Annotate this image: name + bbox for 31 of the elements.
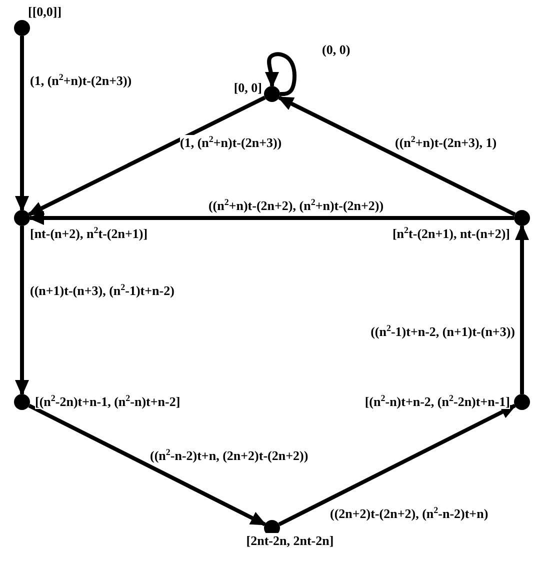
arrow <box>15 36 29 212</box>
node-dot <box>14 394 30 410</box>
arrow <box>27 96 266 216</box>
arrow <box>277 96 516 216</box>
node-dot <box>514 210 530 226</box>
node-dot <box>14 210 30 226</box>
arrow <box>28 211 514 225</box>
node-label: [0, 0] <box>234 80 262 95</box>
node-label: [[0,0]] <box>28 4 62 19</box>
edge-label: ((n$^{2}$+n)t-(2n+2), (n$^{2}$+n)t-(2n+2)) <box>208 198 384 213</box>
edge-label: (1, (n$^{2}$+n)t-(2n+3)) <box>30 73 132 88</box>
node-dot <box>264 86 280 102</box>
node-label: [(n$^{2}$-2n)t+n-1, (n$^{2}$-n)t+n-2] <box>35 394 180 409</box>
self-loop-arrow <box>265 52 296 96</box>
edge-label: ((n+1)t-(n+3), (n$^{2}$-1)t+n-2) <box>30 283 174 298</box>
node-label: [nt-(n+2), n$^{2}$t-(2n+1)] <box>30 226 148 241</box>
node-label: [n$^{2}$t-(2n+1), nt-(n+2)] <box>392 226 510 241</box>
edge-label: (1, (n$^{2}$+n)t-(2n+3)) <box>180 135 282 150</box>
edge-label: (0, 0) <box>322 42 350 57</box>
edge-label: ((n$^{2}$-n-2)t+n, (2n+2)t-(2n+2)) <box>150 448 308 463</box>
arrow <box>515 224 529 394</box>
arrow <box>28 404 267 526</box>
arrow <box>15 226 29 396</box>
node-dot <box>14 20 30 36</box>
edge-label: ((2n+2)t-(2n+2), (n$^{2}$-n-2)t+n) <box>330 506 488 521</box>
edge-label: ((n$^{2}$+n)t-(2n+3), 1) <box>395 135 497 150</box>
edge-label: ((n$^{2}$-1)t+n-2, (n+1)t-(n+3)) <box>370 324 515 339</box>
arrow <box>278 404 517 526</box>
node-label: [2nt-2n, 2nt-2n] <box>246 533 334 548</box>
node-label: [(n$^{2}$-n)t+n-2, (n$^{2}$-2n)t+n-1] <box>364 394 510 409</box>
node-dot <box>514 394 530 410</box>
